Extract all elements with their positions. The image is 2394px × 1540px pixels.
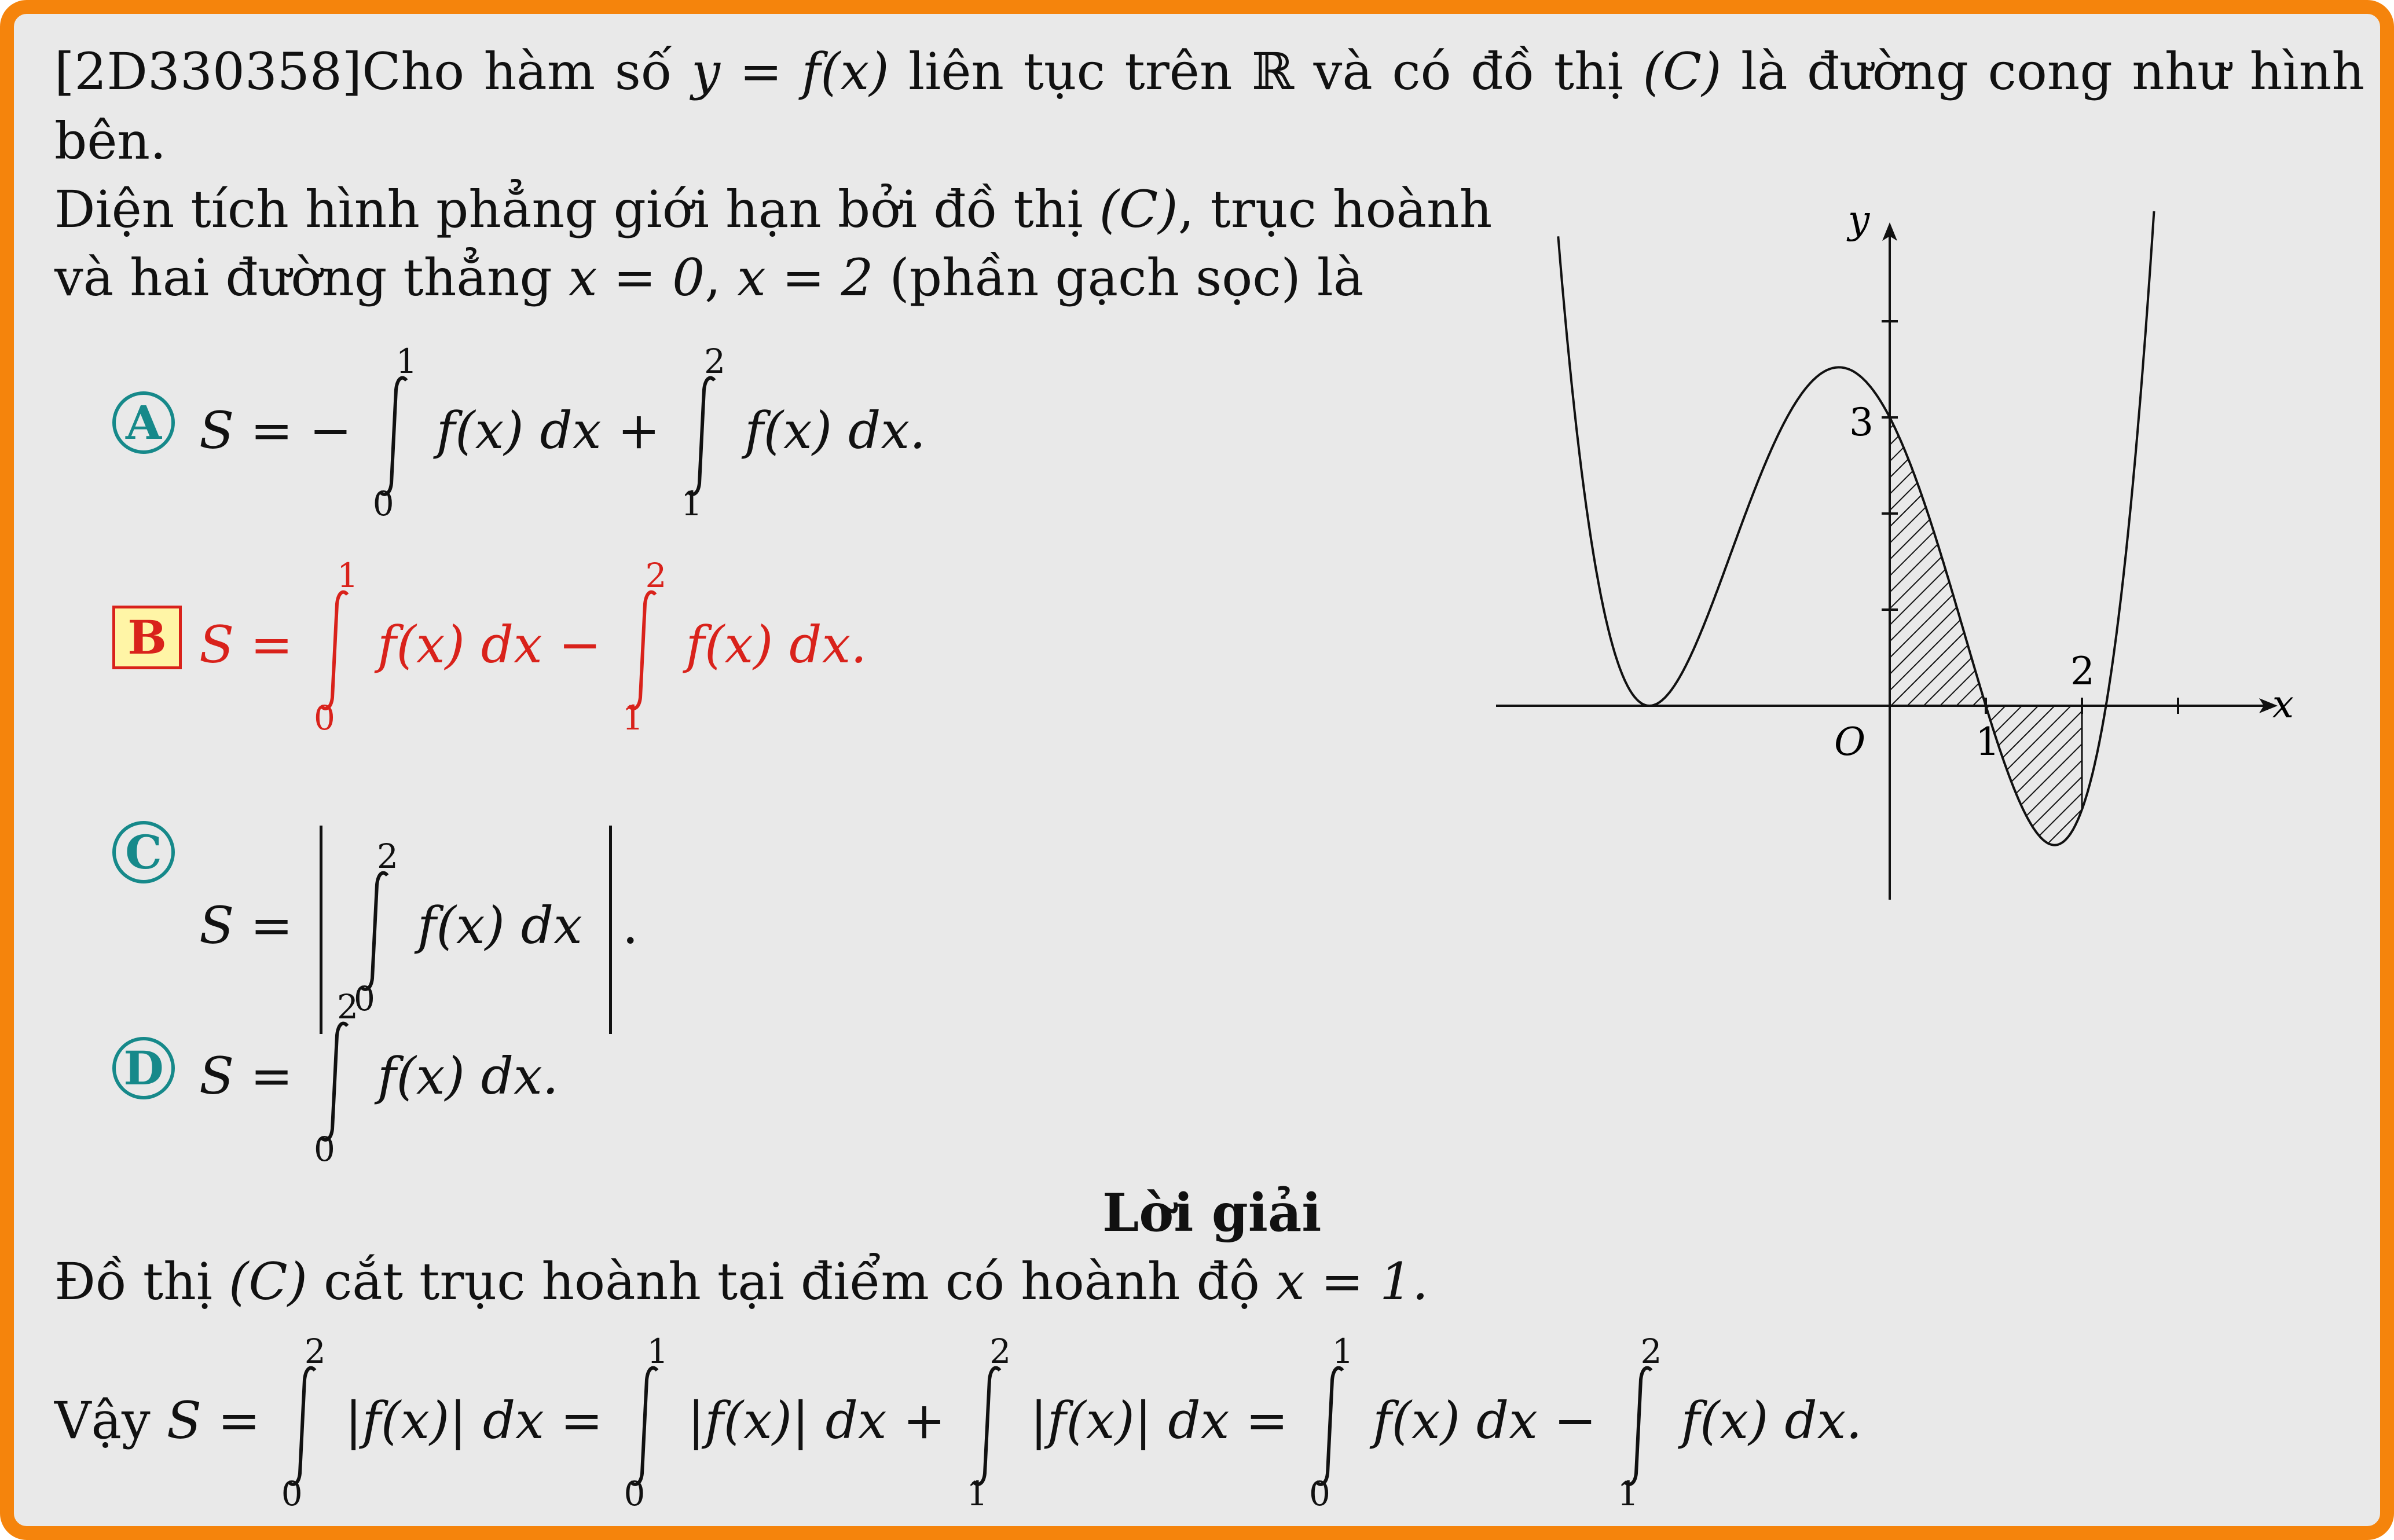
y-axis-arrow: [1882, 222, 1897, 241]
problem-line-3: Diện tích hình phẳng giới hạn bởi đồ thị…: [54, 179, 1493, 239]
abs-bar-left: [319, 826, 322, 1034]
origin-label: O: [1834, 720, 1865, 764]
y-tick-label-3: 3: [1849, 400, 1874, 445]
hatched-region: [1889, 417, 1988, 707]
problem-line-4: và hai đường thẳng x = 0, x = 2 (phần gạ…: [54, 248, 1364, 307]
abs-bar-right: [608, 826, 612, 1034]
problem-line-1: [2D330358]Cho hàm số y = f(x) liên tục t…: [54, 42, 2364, 101]
hatched-region: [1984, 705, 2083, 846]
option-a-badge: A: [112, 391, 175, 454]
x-tick-label-2: 2: [2070, 649, 2095, 694]
option-d-badge: D: [112, 1037, 175, 1099]
x-axis-label: x: [2272, 682, 2294, 727]
x-axis-arrow: [2259, 698, 2278, 713]
option-b-badge: B: [112, 606, 182, 669]
option-c-badge: C: [112, 821, 175, 883]
function-graph: x y O 1 2 3: [1496, 199, 2294, 900]
x-tick-label-1: 1: [1975, 720, 2000, 764]
solution-heading: Lời giải: [1102, 1182, 1322, 1244]
y-axis-label: y: [1846, 199, 1870, 242]
problem-line-2: bên.: [54, 111, 167, 171]
solution-line-1: Đồ thị (C) cắt trục hoành tại điểm có ho…: [54, 1252, 1429, 1311]
curve-C: [1557, 211, 2155, 846]
